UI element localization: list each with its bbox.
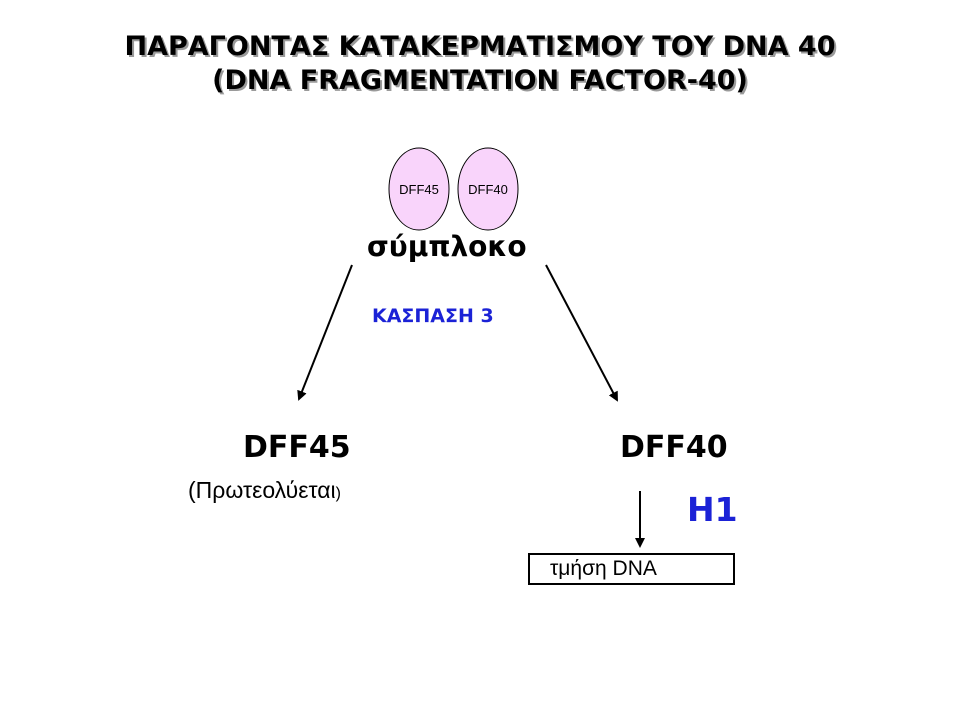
title-line-1: ΠΑΡΑΓΟΝΤΑΣ ΚΑΤΑΚΕΡΜΑΤΙΣΜΟΥ ΤΟΥ DNA 40 [124, 31, 836, 62]
dff40-product-label: DFF40 [620, 430, 728, 465]
title-line-2: (DNA FRAGMENTATION FACTOR-40) [212, 65, 748, 96]
histone-h1-label: H1 [687, 490, 738, 529]
arrow-to-dff45 [297, 264, 353, 401]
proteolysis-note-text: (Πρωτεολύεται [188, 477, 336, 503]
dff45-subunit-label: DFF45 [399, 182, 439, 197]
arrow-to-dff40 [545, 264, 618, 402]
dff45-subunit-ellipse [388, 147, 450, 231]
dff40-subunit-ellipse [457, 147, 519, 231]
dna-cleavage-box: τμήση DNA [528, 553, 735, 585]
proteolysis-note-close: ) [335, 485, 341, 502]
complex-label: σύμπλοκο [367, 230, 527, 263]
proteolysis-note: (Πρωτεολύεται) [188, 477, 341, 504]
dff45-product-label: DFF45 [243, 430, 351, 465]
caspase-3-label: ΚΑΣΠΑΣΗ 3 [372, 305, 494, 327]
dff40-subunit-label: DFF40 [468, 182, 508, 197]
dna-cleavage-label: τμήση DNA [550, 557, 657, 580]
